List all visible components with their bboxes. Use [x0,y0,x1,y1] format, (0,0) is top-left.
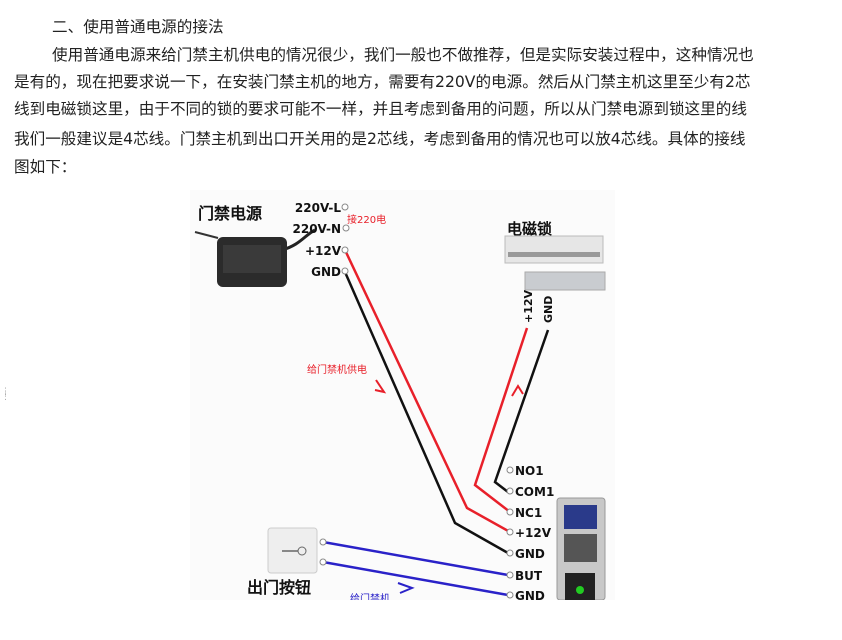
terminal-label: +12V [305,244,342,258]
magnetic-lock-icon [504,235,606,291]
controller-terminal-label: NO1 [515,464,544,478]
paragraph-line: 线到电磁锁这里，由于不同的锁的要求可能不一样，并且考虑到备用的问题，所以从门禁电… [14,100,747,118]
controller-terminal-label: BUT [515,569,543,583]
lock-title: 电磁锁 [507,220,552,238]
paragraph-line: 图如下： [14,158,77,176]
wires [322,249,550,597]
terminal-label: 220V-N [293,222,342,236]
controller-terminal-label: NC1 [515,506,542,520]
terminal-label: GND [311,265,341,279]
lock-terminal-label: +12V [522,289,535,323]
button-title: 出门按钮 [247,578,311,597]
section-heading: 二、使用普通电源的接法 [52,18,224,36]
drag-handle-icon[interactable]: ⋮⋮ [1,387,10,402]
wiring-diagram-image: 门禁电源 220V-L 220V-N +12V GND 接220电 电磁锁 +1… [190,190,615,600]
power-title: 门禁电源 [198,204,262,223]
paragraph-line: 是有的，现在把要求说一下，在安装门禁主机的地方，需要有220V的电源。然后从门禁… [14,73,751,91]
controller-terminal-label: GND [515,547,545,561]
access-controller-icon [556,497,606,600]
controller-terminal-label: GND [515,589,545,600]
controller-terminal-label: COM1 [515,485,554,499]
mains-note: 接220电 [347,213,386,226]
paragraph-line: 使用普通电源来给门禁主机供电的情况很少，我们一般也不做推荐，但是实际安装过程中，… [52,46,754,64]
terminal-label: 220V-L [295,201,341,215]
power-adapter-icon [194,228,316,287]
paragraph-line: 我们一般建议是4芯线。门禁主机到出口开关用的是2芯线，考虑到备用的情况也可以放4… [14,130,746,148]
button-note: 给门禁机... [350,592,400,600]
exit-button-icon [267,527,318,574]
terminal-dots [319,203,514,599]
lock-terminal-label: GND [542,296,555,323]
supply-note: 给门禁机供电 [307,363,367,376]
arrow-icon [397,582,415,594]
controller-terminal-label: +12V [515,526,552,540]
arrow-icon [374,379,387,394]
arrow-icon [511,384,524,397]
